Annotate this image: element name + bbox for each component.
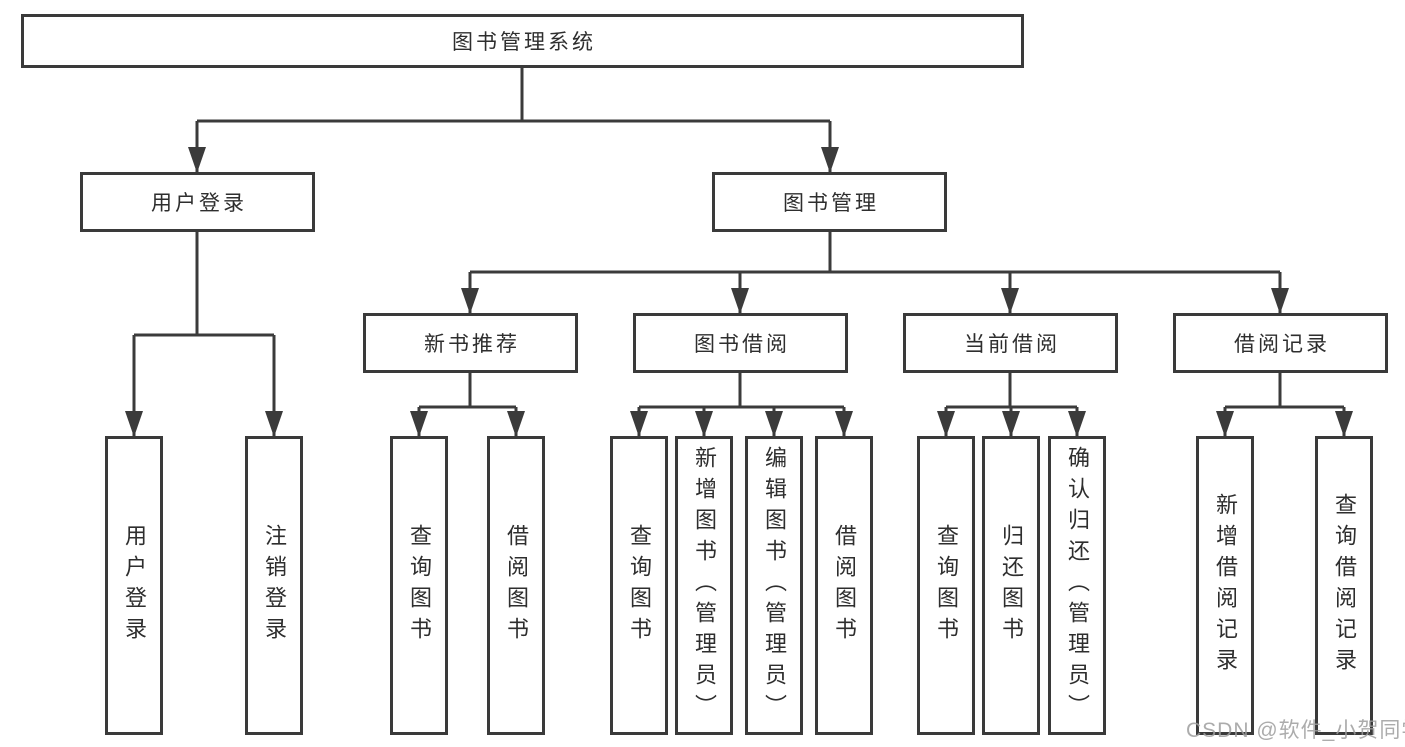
node-root-library-system: 图书管理系统: [21, 14, 1024, 68]
arrow-drop-lines: [125, 121, 1353, 437]
node-leaf-query-books-borrowing: 查询图书: [610, 436, 668, 735]
node-current-borrowing: 当前借阅: [903, 313, 1118, 373]
node-leaf-add-borrow-record: 新增借阅记录: [1196, 436, 1254, 735]
csdn-watermark: CSDN @软件_小贺同学: [1186, 719, 1405, 742]
node-leaf-query-books-current: 查询图书: [917, 436, 975, 735]
node-leaf-query-borrow-record: 查询借阅记录: [1315, 436, 1373, 735]
node-book-borrowing: 图书借阅: [633, 313, 848, 373]
node-borrowing-records: 借阅记录: [1173, 313, 1388, 373]
node-book-management: 图书管理: [712, 172, 947, 232]
node-leaf-edit-books-admin: 编辑图书（管理员）: [745, 436, 803, 735]
node-new-book-recommend: 新书推荐: [363, 313, 578, 373]
node-leaf-add-books-admin: 新增图书（管理员）: [675, 436, 733, 735]
node-leaf-user-login: 用户登录: [105, 436, 163, 735]
connector-lines: [134, 68, 1344, 409]
node-user-login: 用户登录: [80, 172, 315, 232]
node-leaf-logout: 注销登录: [245, 436, 303, 735]
node-leaf-return-books: 归还图书: [982, 436, 1040, 735]
node-leaf-borrow-books-borrowing: 借阅图书: [815, 436, 873, 735]
node-leaf-query-books-recommend: 查询图书: [390, 436, 448, 735]
node-leaf-borrow-books-recommend: 借阅图书: [487, 436, 545, 735]
node-leaf-confirm-return-admin: 确认归还（管理员）: [1048, 436, 1106, 735]
